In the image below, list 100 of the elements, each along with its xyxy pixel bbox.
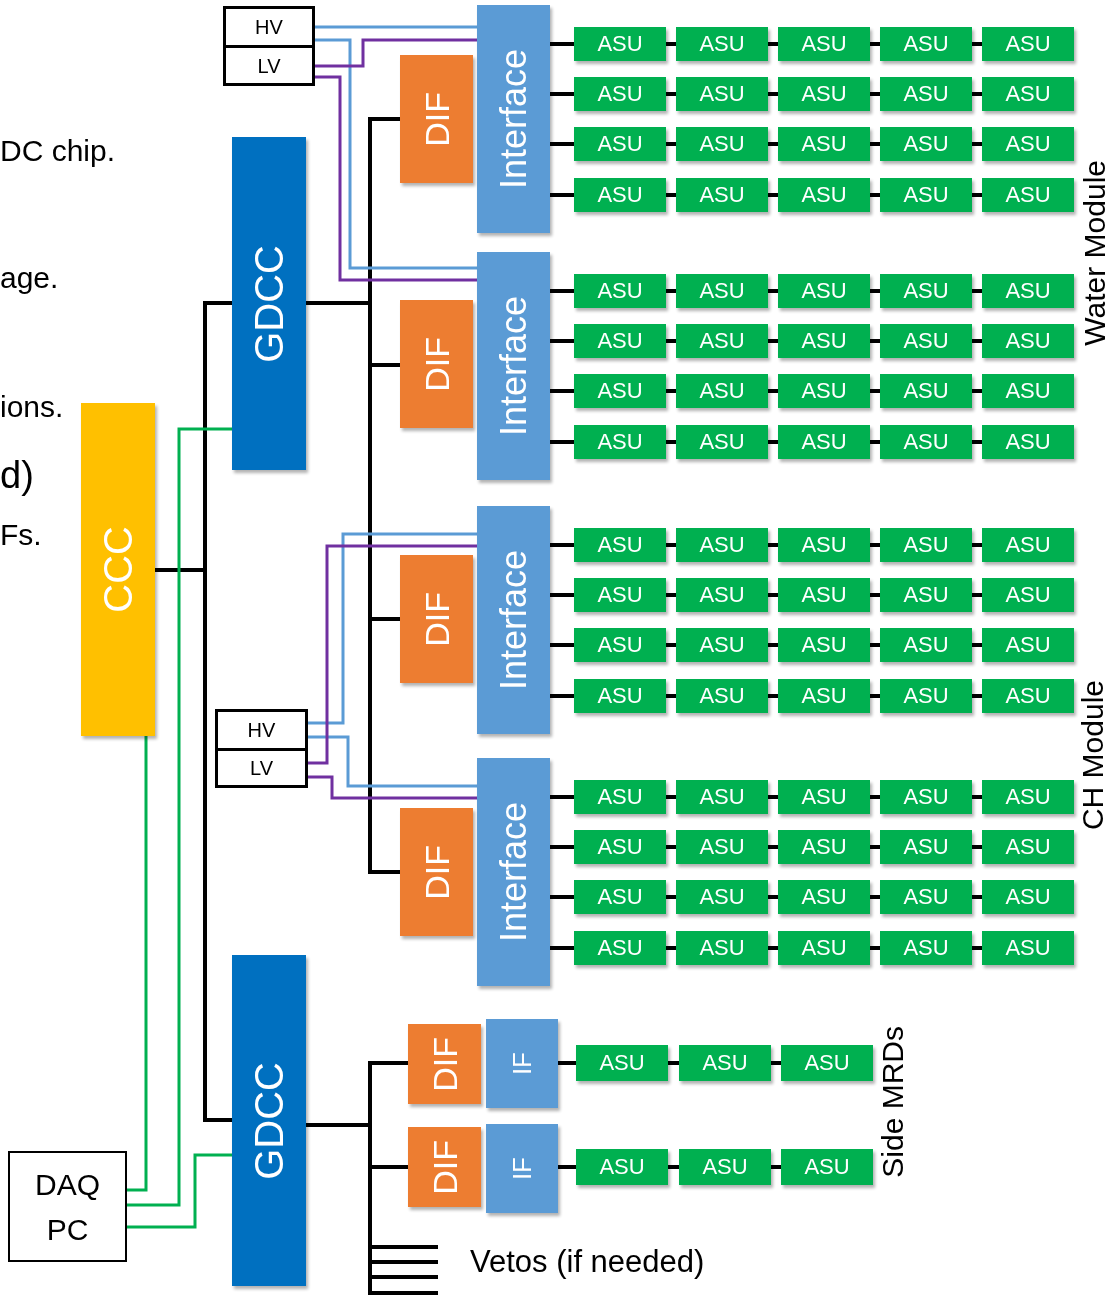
block-label: ASU [903,685,949,707]
block-label: Interface [495,48,532,190]
connector-line [972,339,982,343]
connector-line [870,845,880,849]
asu-block [676,425,768,459]
block-label: ASU [903,83,949,105]
connector-line [972,92,982,96]
block-label: Interface [495,295,532,437]
connector-line [666,92,676,96]
block-label: ASU [702,1052,748,1074]
asu-block [778,127,870,161]
connector-line [550,440,574,444]
block-label: ASU [699,634,745,656]
connector-line [768,92,778,96]
connector-line [972,845,982,849]
asu-block [574,77,666,111]
block-label: ASU [1005,380,1051,402]
block-label: ASU [1005,937,1051,959]
asu-block [982,679,1074,713]
connector-line [308,735,477,788]
connector-line [771,1165,781,1169]
block-label: ASU [597,786,643,808]
connector-line [972,389,982,393]
connector-line [127,1153,232,1229]
asu-block [982,178,1074,212]
block-label: ASU [1005,133,1051,155]
connector-line [550,845,574,849]
block-label: DAQ PC [34,1166,101,1248]
connector-line [308,775,477,800]
connector-line [666,694,676,698]
block-label: ASU [804,1156,850,1178]
block-label: DIF [419,591,454,647]
block-label: ASU [1005,184,1051,206]
dif-block [400,808,473,936]
connector-line [972,895,982,899]
connector-line [768,142,778,146]
connector-line [666,643,676,647]
asu-block [880,77,972,111]
block-label: ASU [699,584,745,606]
connector-line [870,42,880,46]
connector-line [768,440,778,444]
block-label: ASU [801,685,847,707]
asu-block [781,1149,873,1185]
asu-block [778,27,870,61]
connector-line [315,38,477,68]
connector-line [771,1061,781,1065]
block-label: ASU [699,836,745,858]
connector-line [768,643,778,647]
asu-block [676,127,768,161]
block-label: ASU [903,534,949,556]
ccc-block [81,403,155,736]
block-label: ASU [801,534,847,556]
block-label: ASU [699,380,745,402]
block-label: ASU [1005,83,1051,105]
block-label: GDCC [249,1061,289,1180]
block-label: ASU [597,534,643,556]
block-label: ASU [801,584,847,606]
asu-block [778,77,870,111]
asu-block [778,578,870,612]
block-label: ASU [903,886,949,908]
asu-block [880,830,972,864]
interface-block [477,252,550,480]
asu-block [574,374,666,408]
block-label: IF [509,1156,535,1181]
block-label: IF [509,1051,535,1076]
asu-block [880,178,972,212]
asu-block [778,830,870,864]
asu-block [982,374,1074,408]
block-label: ASU [1005,836,1051,858]
asu-block [778,425,870,459]
connector-line [666,389,676,393]
connector-line [870,795,880,799]
asu-block [676,528,768,562]
asu-block [778,931,870,965]
connector-line [972,440,982,444]
dif-block [408,1024,481,1104]
asu-block [676,178,768,212]
connector-line [315,25,477,29]
asu-block [676,931,768,965]
block-label: ASU [801,431,847,453]
connector-line [768,593,778,597]
asu-block [778,528,870,562]
dif-block [408,1127,481,1207]
asu-block [574,578,666,612]
hv-supply-box [223,6,315,48]
connector-line [666,845,676,849]
hv-supply-box [215,709,308,751]
block-label: DIF [427,1139,462,1195]
asu-block [982,931,1074,965]
asu-block [982,880,1074,914]
dif-block [400,300,473,428]
connector-line [768,895,778,899]
connector-line [972,193,982,197]
block-label: ASU [1005,280,1051,302]
asu-block [574,425,666,459]
connector-line [972,694,982,698]
lv-supply-box [223,45,315,86]
interface-block [486,1019,558,1108]
asu-block [880,425,972,459]
connector-line [550,92,574,96]
